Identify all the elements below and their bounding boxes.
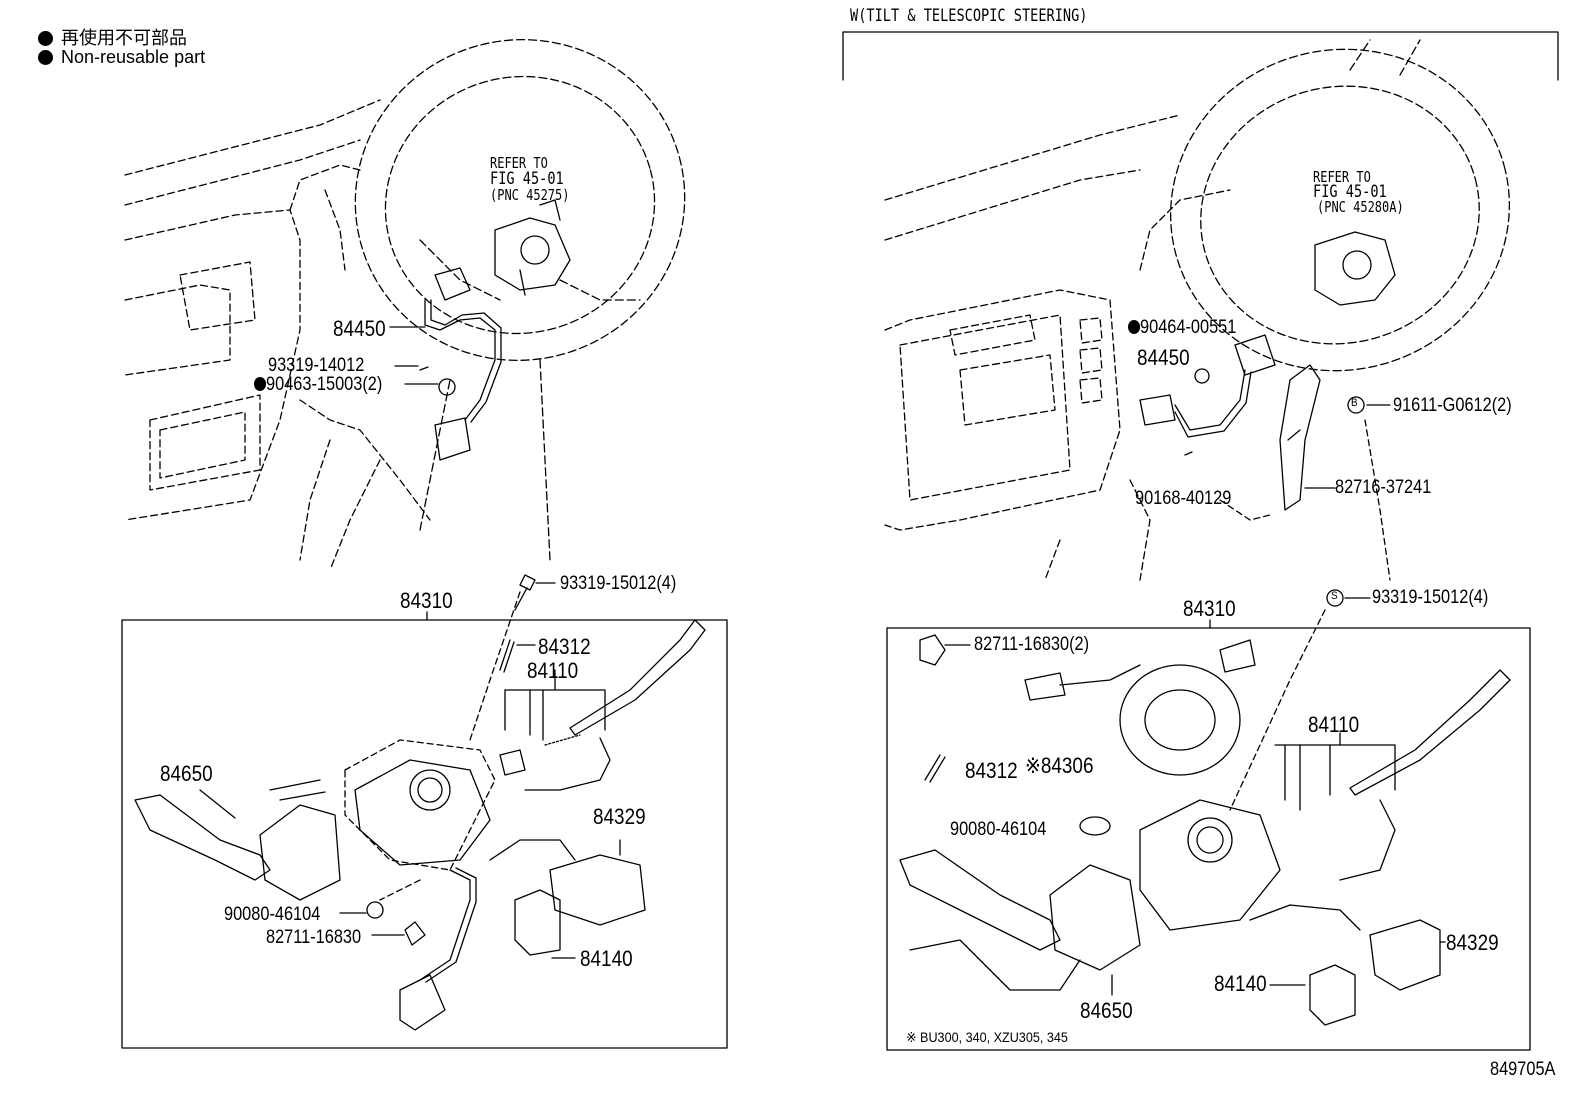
right-mark-b-circle: [1347, 396, 1365, 414]
label-r-84140: 84140: [1214, 971, 1267, 996]
label-93319-15012: 93319-15012(4): [560, 573, 677, 594]
left-refer-line1: REFER TO: [490, 154, 548, 172]
label-82716-37241: 82716-37241: [1335, 477, 1432, 498]
right-part-84140: [1269, 964, 1356, 1026]
label-r-84110: 84110: [1308, 712, 1360, 737]
legend-jp-text: 再使用不可部品: [61, 28, 187, 48]
legend-en: Non-reusable part: [38, 47, 205, 68]
right-bracket-82716: [1279, 364, 1321, 511]
left-84110-group: [499, 619, 706, 791]
left-part-84140: [514, 889, 576, 959]
label-90168-40129: 90168-40129: [1135, 488, 1232, 509]
label-r-84306: ※84306: [1025, 753, 1094, 778]
right-clip-90080: [1079, 816, 1111, 836]
right-steering-wheel: [1170, 39, 1510, 372]
non-reusable-dot-icon: [1128, 320, 1141, 334]
label-84110: 84110: [527, 658, 579, 683]
right-pin-84312: [924, 754, 946, 783]
right-column-switch-body: [1139, 799, 1281, 931]
label-90463-text: 90463-15003(2): [266, 374, 383, 395]
label-r-84650: 84650: [1080, 998, 1133, 1023]
label-84450: 84450: [333, 316, 386, 341]
left-steering-wheel: [354, 39, 686, 561]
label-90464-text: 90464-00551: [1140, 317, 1237, 338]
label-84312: 84312: [538, 634, 591, 659]
legend-jp: 再使用不可部品: [38, 24, 187, 50]
label-84650: 84650: [160, 761, 213, 786]
label-93319-14012: 93319-14012: [268, 355, 365, 376]
right-refer-line2: FIG 45-01: [1313, 182, 1387, 202]
left-refer-line2: FIG 45-01: [490, 169, 564, 189]
right-clock-spring-84306: [1024, 639, 1256, 776]
legend-en-text: Non-reusable part: [61, 47, 206, 67]
label-90463-15003: 90463-15003(2): [254, 375, 382, 394]
left-dashed-links: [344, 591, 521, 901]
label-r-84450: 84450: [1137, 345, 1190, 370]
left-bolt-93319: [514, 574, 556, 611]
left-column-switch-body: [354, 759, 491, 866]
label-r-90080-46104: 90080-46104: [950, 819, 1047, 840]
label-82711-16830: 82711-16830: [266, 927, 362, 948]
label-84310: 84310: [400, 588, 453, 613]
left-dashboard-illustration: [124, 99, 431, 571]
right-switch-84650: [899, 849, 1141, 996]
mark-b: B: [1351, 397, 1358, 409]
label-84329: 84329: [593, 804, 646, 829]
left-leaders-top: [389, 326, 439, 385]
left-pin-84312: [499, 639, 536, 673]
left-clips: [339, 901, 426, 946]
label-r-84312: 84312: [965, 758, 1018, 783]
left-refer-line3: (PNC 45275): [490, 186, 570, 204]
right-dashed-links: [1219, 419, 1391, 811]
right-84110-group: [1274, 669, 1511, 881]
right-clip-82711: [919, 634, 971, 666]
label-91611-g0612: 91611-G0612(2): [1393, 395, 1512, 416]
left-airbag-harness: [419, 299, 502, 461]
non-reusable-dot-icon: [254, 377, 267, 391]
label-90464-00551: 90464-00551: [1128, 318, 1236, 337]
left-switch-84650: [134, 779, 341, 901]
right-title: W(TILT & TELESCOPIC STEERING): [850, 6, 1088, 26]
label-r-84329: 84329: [1446, 930, 1499, 955]
right-refer-line1: REFER TO: [1313, 168, 1371, 186]
left-part-84329: [489, 839, 646, 926]
right-harness: [1139, 368, 1252, 456]
label-r-82711-16830: 82711-16830(2): [974, 634, 1090, 655]
left-assembly-box: [121, 619, 728, 1049]
mark-s: S: [1331, 590, 1338, 602]
right-dashboard-illustration: [884, 114, 1231, 581]
left-column-switch-top: [434, 199, 571, 301]
non-reusable-dot-icon: [38, 50, 53, 65]
right-mark-s-circle: [1326, 589, 1344, 607]
left-lower-harness: [399, 867, 477, 1031]
right-applicability-note: ※ BU300, 340, XZU305, 345: [906, 1029, 1068, 1045]
label-r-84310: 84310: [1183, 596, 1236, 621]
figure-id: 849705A: [1490, 1059, 1556, 1080]
label-84140: 84140: [580, 946, 633, 971]
right-column-switch-top: [1234, 231, 1396, 376]
right-assembly-box: [886, 627, 1531, 1051]
right-title-bracket: [842, 31, 1559, 81]
label-r-93319-15012: 93319-15012(4): [1372, 587, 1489, 608]
label-90080-46104: 90080-46104: [224, 904, 321, 925]
right-refer-line3: (PNC 45280A): [1317, 198, 1404, 216]
non-reusable-dot-icon: [38, 31, 53, 46]
right-part-84329: [1249, 904, 1446, 991]
right-leaders-top: [1304, 404, 1391, 599]
